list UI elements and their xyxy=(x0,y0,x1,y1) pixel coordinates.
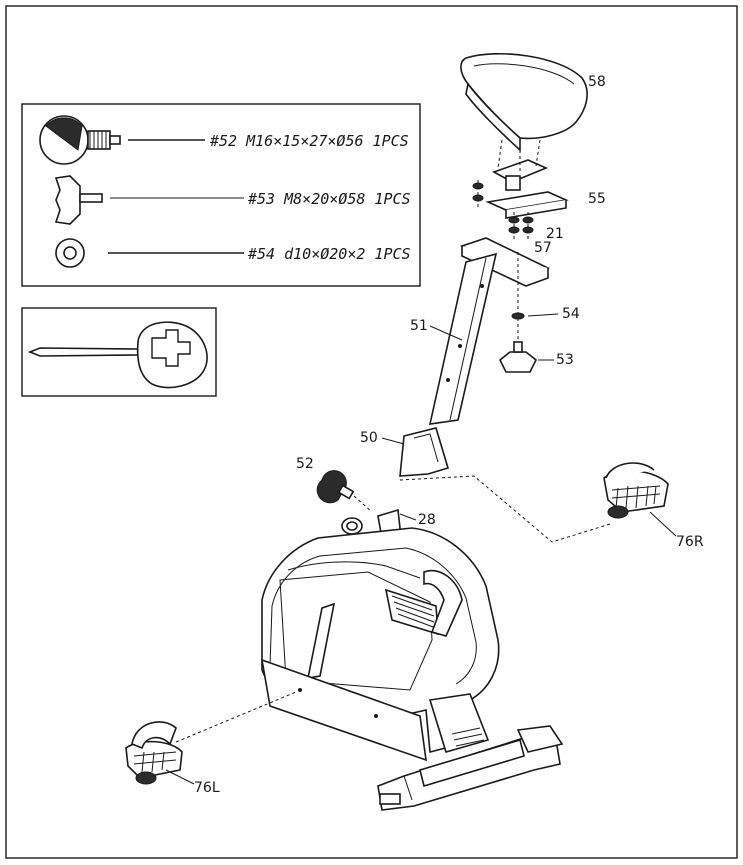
hardware-box: #52 M16×15×27×Ø56 1PCS #53 M8×20×Ø58 1PC… xyxy=(21,103,421,287)
saddle-bracket xyxy=(492,139,549,191)
left-pedal-guide xyxy=(175,691,297,743)
callout-76L: 76L xyxy=(194,780,220,796)
callout-54: 54 xyxy=(562,306,580,322)
callout-58: 58 xyxy=(588,74,606,90)
star-knob-53-icon xyxy=(54,175,103,225)
right-pedal-guide xyxy=(399,475,611,543)
nuts-21 xyxy=(472,180,534,242)
item-54-text: #54 d10×Ø20×2 1PCS xyxy=(247,245,411,263)
knob-52-icon xyxy=(39,115,121,165)
wrench-box xyxy=(21,307,217,397)
callout-53: 53 xyxy=(556,352,574,368)
item-52-text: #52 M16×15×27×Ø56 1PCS xyxy=(209,132,409,150)
callout-51: 51 xyxy=(410,318,428,334)
item-53-text: #53 M8×20×Ø58 1PCS xyxy=(247,190,411,208)
slide-rail-55 xyxy=(485,191,569,219)
knob-53 xyxy=(498,341,538,373)
callout-50: 50 xyxy=(360,430,378,446)
callout-52: 52 xyxy=(296,456,314,472)
knob-52 xyxy=(316,470,355,504)
callout-28: 28 xyxy=(418,512,436,528)
cover-50 xyxy=(399,427,449,477)
outer-frame xyxy=(5,5,738,859)
pedal-76R xyxy=(603,462,669,519)
wrench-icon xyxy=(27,321,208,389)
callout-76R: 76R xyxy=(676,534,704,550)
callout-21: 21 xyxy=(546,226,564,242)
saddle-58 xyxy=(460,53,588,152)
callout-55: 55 xyxy=(588,191,606,207)
base-stabilizer xyxy=(377,725,564,811)
callout-57: 57 xyxy=(534,240,552,256)
seat-post-51 xyxy=(428,237,551,425)
washer-54-icon xyxy=(55,238,85,268)
washer-54 xyxy=(511,312,525,320)
bike-frame-body xyxy=(260,527,500,762)
pedal-76L xyxy=(125,721,183,785)
